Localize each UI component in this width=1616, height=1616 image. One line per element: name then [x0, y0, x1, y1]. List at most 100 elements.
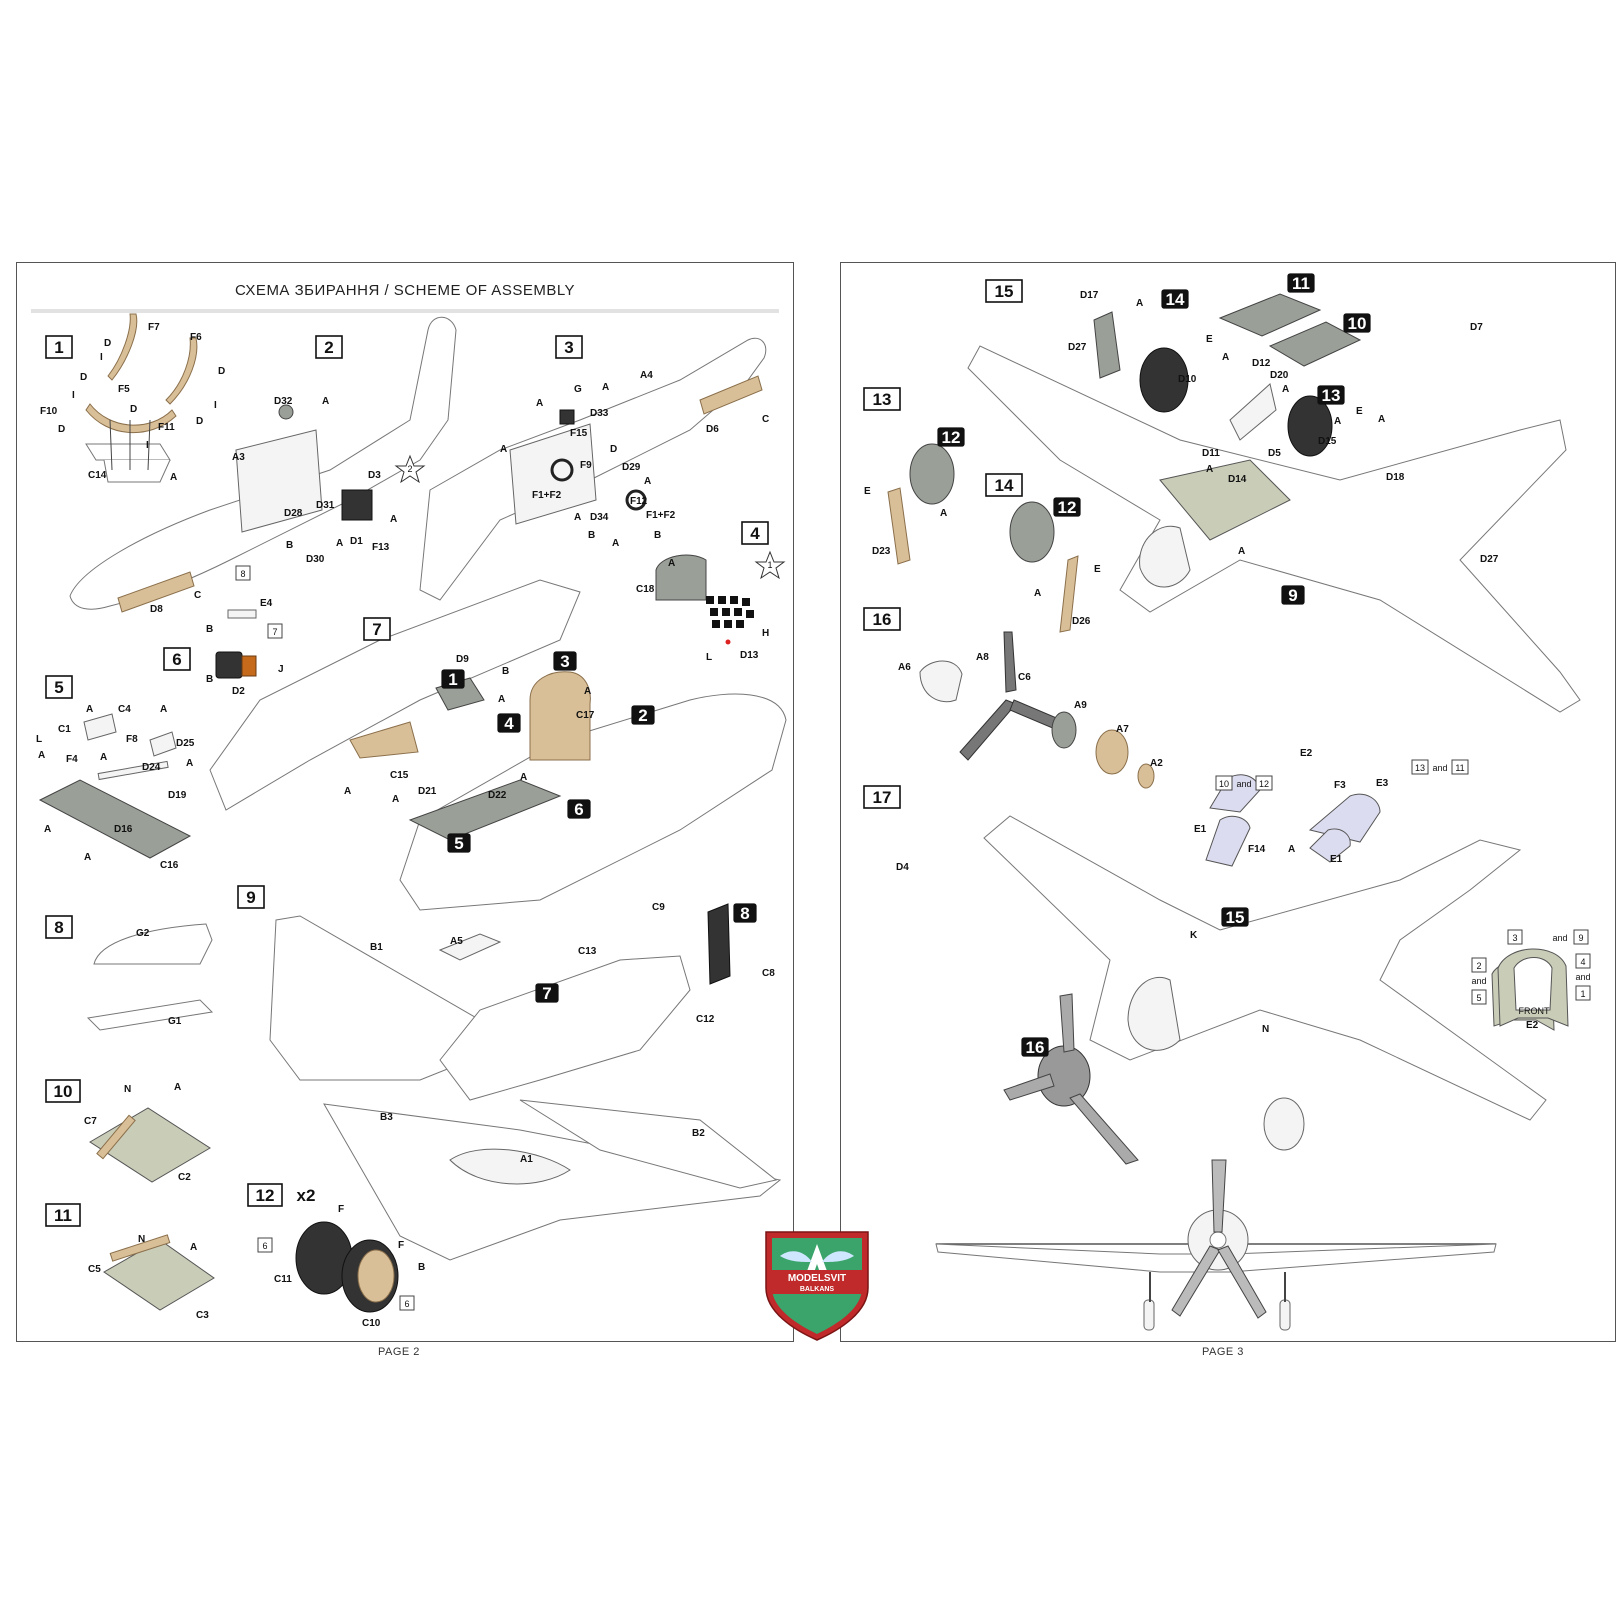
ref-badge-14-label: 14 [1166, 290, 1185, 309]
lbl-A-5b: A [160, 704, 167, 715]
step7-cockpit-drawing [209, 579, 787, 911]
lbl-B-12: B [418, 1262, 425, 1273]
lbl-A-7b: A [584, 686, 591, 697]
lbl-A1: A1 [520, 1154, 533, 1165]
and-text-5: and [1575, 972, 1590, 982]
small-ref-4: 4 [1575, 953, 1591, 969]
small-ref-5: 5 [1471, 989, 1487, 1005]
lbl-D7: D7 [1470, 322, 1483, 333]
ref-badge-2-label: 2 [638, 706, 647, 725]
step-10-label: 10 [54, 1082, 73, 1101]
lbl-A-4a: A [668, 558, 675, 569]
small-ref-6a-label: 6 [262, 1241, 267, 1251]
and-text-3: and [1552, 933, 1567, 943]
lbl-A5: A5 [450, 936, 463, 947]
lbl-F1F2-a: F1+F2 [532, 490, 562, 501]
lbl-D4: D4 [896, 862, 909, 873]
lbl-A-5f: A [44, 824, 51, 835]
step4-instrument-panel-drawing [655, 554, 754, 645]
lbl-A-3a: A [602, 382, 609, 393]
lbl-A-7c: A [520, 772, 527, 783]
lbl-A2: A2 [1150, 758, 1163, 769]
lbl-A4: A4 [640, 370, 653, 381]
lbl-A-10: A [174, 1082, 181, 1093]
lbl-A-2c: A [336, 538, 343, 549]
lbl-D1: D1 [350, 536, 363, 547]
small-ref-2-label: 2 [1476, 961, 1481, 971]
lbl-A-7d: A [344, 786, 351, 797]
small-ref-4-label: 4 [1580, 957, 1585, 967]
step-box-12: 12 x2 [247, 1183, 316, 1207]
lbl-I-1b: I [72, 390, 75, 401]
step10-11-flap-drawing [89, 1107, 215, 1311]
small-ref-3-label: 3 [1512, 933, 1517, 943]
ref-badge-6-label: 6 [574, 800, 583, 819]
step-5-label: 5 [54, 678, 63, 697]
lbl-C5: C5 [88, 1264, 101, 1275]
assembly-title: СХЕМА ЗБИРАННЯ / SCHEME OF ASSEMBLY [234, 282, 576, 299]
step-box-17: 17 [863, 785, 901, 809]
lbl-A-14: A [1034, 588, 1041, 599]
step-13-label: 13 [873, 390, 892, 409]
lbl-C4: C4 [118, 704, 131, 715]
lbl-D19: D19 [168, 790, 187, 801]
step2-fuselage-left-drawing [69, 316, 457, 613]
ref-badge-5-label: 5 [454, 834, 463, 853]
lbl-A-5a: A [86, 704, 93, 715]
step-4-label: 4 [750, 524, 760, 543]
ref-badge-9-label: 9 [1288, 586, 1297, 605]
step-box-3: 3 [555, 335, 583, 359]
star-1-label: 1 [767, 560, 772, 570]
step-box-1: 1 [45, 335, 73, 359]
lbl-F5: F5 [118, 384, 130, 395]
lbl-A-15e: A [1378, 414, 1385, 425]
lbl-J: J [278, 664, 284, 675]
lbl-F-12b: F [398, 1240, 404, 1251]
lbl-G: G [574, 384, 582, 395]
lbl-I-1c: I [214, 400, 217, 411]
lbl-C12: C12 [696, 1014, 715, 1025]
step-14-label: 14 [995, 476, 1014, 495]
small-ref-13-label: 13 [1415, 763, 1425, 773]
step13-14-gear-drawing [887, 443, 1079, 633]
lbl-D34: D34 [590, 512, 609, 523]
ref-badge-15: 15 [1221, 907, 1249, 927]
front-text: FRONT [1519, 1006, 1550, 1016]
lbl-F3: F3 [1334, 780, 1346, 791]
lbl-D17: D17 [1080, 290, 1099, 301]
lbl-B-6a: B [206, 624, 213, 635]
lbl-D26: D26 [1072, 616, 1091, 627]
lbl-A9: A9 [1074, 700, 1087, 711]
ref-badge-8: 8 [733, 903, 757, 923]
ref-badge-8-label: 8 [740, 904, 749, 923]
small-ref-10-label: 10 [1219, 779, 1229, 789]
step-12-label: 12 [256, 1186, 275, 1205]
lbl-D10: D10 [1178, 374, 1197, 385]
lbl-D-1c: D [218, 366, 225, 377]
lbl-E-14: E [1094, 564, 1101, 575]
lbl-D30: D30 [306, 554, 325, 565]
and-text-2: and [1432, 763, 1447, 773]
ref-badge-11: 11 [1287, 273, 1315, 293]
lbl-C10: C10 [362, 1318, 381, 1329]
step-box-2: 2 [315, 335, 343, 359]
lbl-F6: F6 [190, 332, 202, 343]
step-box-9: 9 [237, 885, 265, 909]
lbl-D11: D11 [1202, 448, 1220, 459]
small-ref-5-label: 5 [1476, 993, 1481, 1003]
lbl-L-5: L [36, 734, 42, 745]
small-ref-9-label: 9 [1578, 933, 1583, 943]
lbl-A-15g: A [1238, 546, 1245, 557]
ref-badge-1: 1 [441, 669, 465, 689]
lbl-E1-b: E1 [1330, 854, 1343, 865]
page-3-number: PAGE 3 [1202, 1346, 1244, 1358]
lbl-C3: C3 [196, 1310, 209, 1321]
lbl-C9: C9 [652, 902, 665, 913]
step-box-11: 11 [45, 1203, 81, 1227]
lbl-A-15d: A [1334, 416, 1341, 427]
lbl-D23: D23 [872, 546, 891, 557]
step6-part-drawing [215, 609, 257, 679]
small-ref-6b-label: 6 [404, 1299, 409, 1309]
step-12-multiplier: x2 [297, 1186, 316, 1205]
lbl-C14: C14 [88, 470, 107, 481]
